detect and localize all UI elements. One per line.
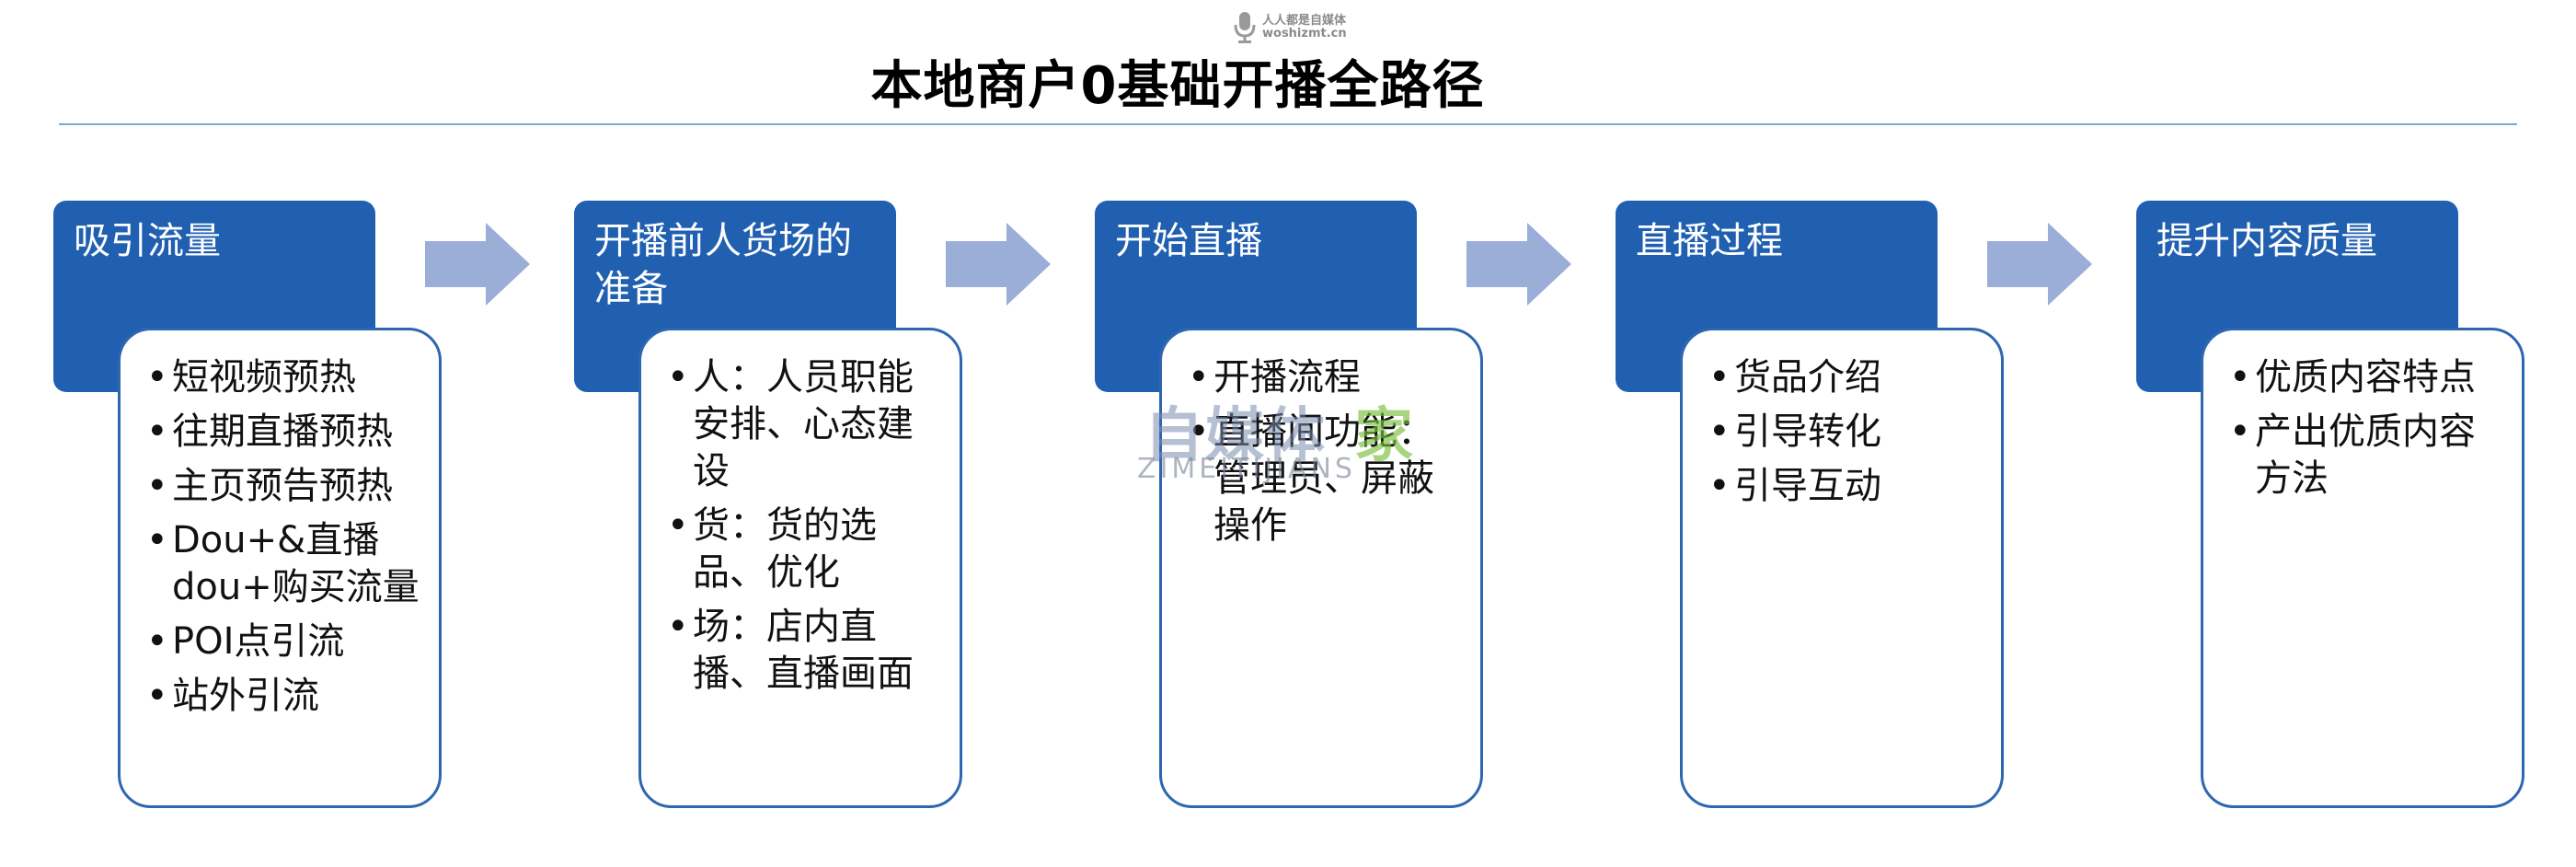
step-3-list: 开播流程 直播间功能：管理员、屏蔽操作 (1182, 354, 1469, 549)
step-1-item: 短视频预热 (141, 354, 428, 401)
step-2-content: 人：人员职能安排、心态建设 货：货的选品、优化 场：店内直播、直播画面 (638, 328, 962, 808)
step-2-item: 场：店内直播、直播画面 (661, 604, 949, 698)
step-1-item: POI点引流 (141, 618, 428, 665)
microphone-icon (1234, 12, 1256, 43)
step-1-item: 主页预告预热 (141, 463, 428, 510)
step-1-content: 短视频预热 往期直播预热 主页预告预热 Dou+&直播dou+购买流量 POI点… (118, 328, 442, 808)
step-2-item: 货：货的选品、优化 (661, 503, 949, 596)
step-1-item: Dou+&直播dou+购买流量 (141, 517, 428, 611)
step-4-item: 引导互动 (1703, 463, 1990, 510)
step-2-list: 人：人员职能安排、心态建设 货：货的选品、优化 场：店内直播、直播画面 (661, 354, 949, 698)
step-4-content: 货品介绍 引导转化 引导互动 (1680, 328, 2004, 808)
step-2-item: 人：人员职能安排、心态建设 (661, 354, 949, 495)
step-1-list: 短视频预热 往期直播预热 主页预告预热 Dou+&直播dou+购买流量 POI点… (141, 354, 428, 720)
step-4-header-label: 直播过程 (1636, 220, 1783, 262)
step-5-header-label: 提升内容质量 (2156, 220, 2377, 262)
step-4-item: 货品介绍 (1703, 354, 1990, 401)
step-5-list: 优质内容特点 产出优质内容方法 (2224, 354, 2511, 503)
arrow-right-icon (1466, 223, 1571, 306)
step-4-item: 引导转化 (1703, 409, 1990, 456)
step-1-item: 往期直播预热 (141, 409, 428, 456)
step-1-header-label: 吸引流量 (74, 220, 221, 262)
step-5-content: 优质内容特点 产出优质内容方法 (2201, 328, 2524, 808)
watermark-top-line2: woshizmt.cn (1262, 27, 1347, 40)
arrow-right-icon (425, 223, 530, 306)
step-3-item: 直播间功能：管理员、屏蔽操作 (1182, 409, 1469, 549)
watermark-top-line1: 人人都是自媒体 (1262, 14, 1347, 29)
arrow-right-icon (946, 223, 1051, 306)
watermark-logo-top: 人人都是自媒体 woshizmt.cn (1233, 7, 1352, 48)
step-1-item: 站外引流 (141, 673, 428, 720)
step-3-item: 开播流程 (1182, 354, 1469, 401)
step-5-item: 产出优质内容方法 (2224, 409, 2511, 503)
page-title: 本地商户0基础开播全路径 (870, 56, 1485, 116)
step-2-header-label: 开播前人货场的准备 (594, 220, 852, 310)
arrow-right-icon (1987, 223, 2092, 306)
title-divider (59, 123, 2517, 125)
step-5-item: 优质内容特点 (2224, 354, 2511, 401)
step-4-list: 货品介绍 引导转化 引导互动 (1703, 354, 1990, 510)
step-3-header-label: 开始直播 (1115, 220, 1262, 262)
step-3-content: 开播流程 直播间功能：管理员、屏蔽操作 (1159, 328, 1483, 808)
